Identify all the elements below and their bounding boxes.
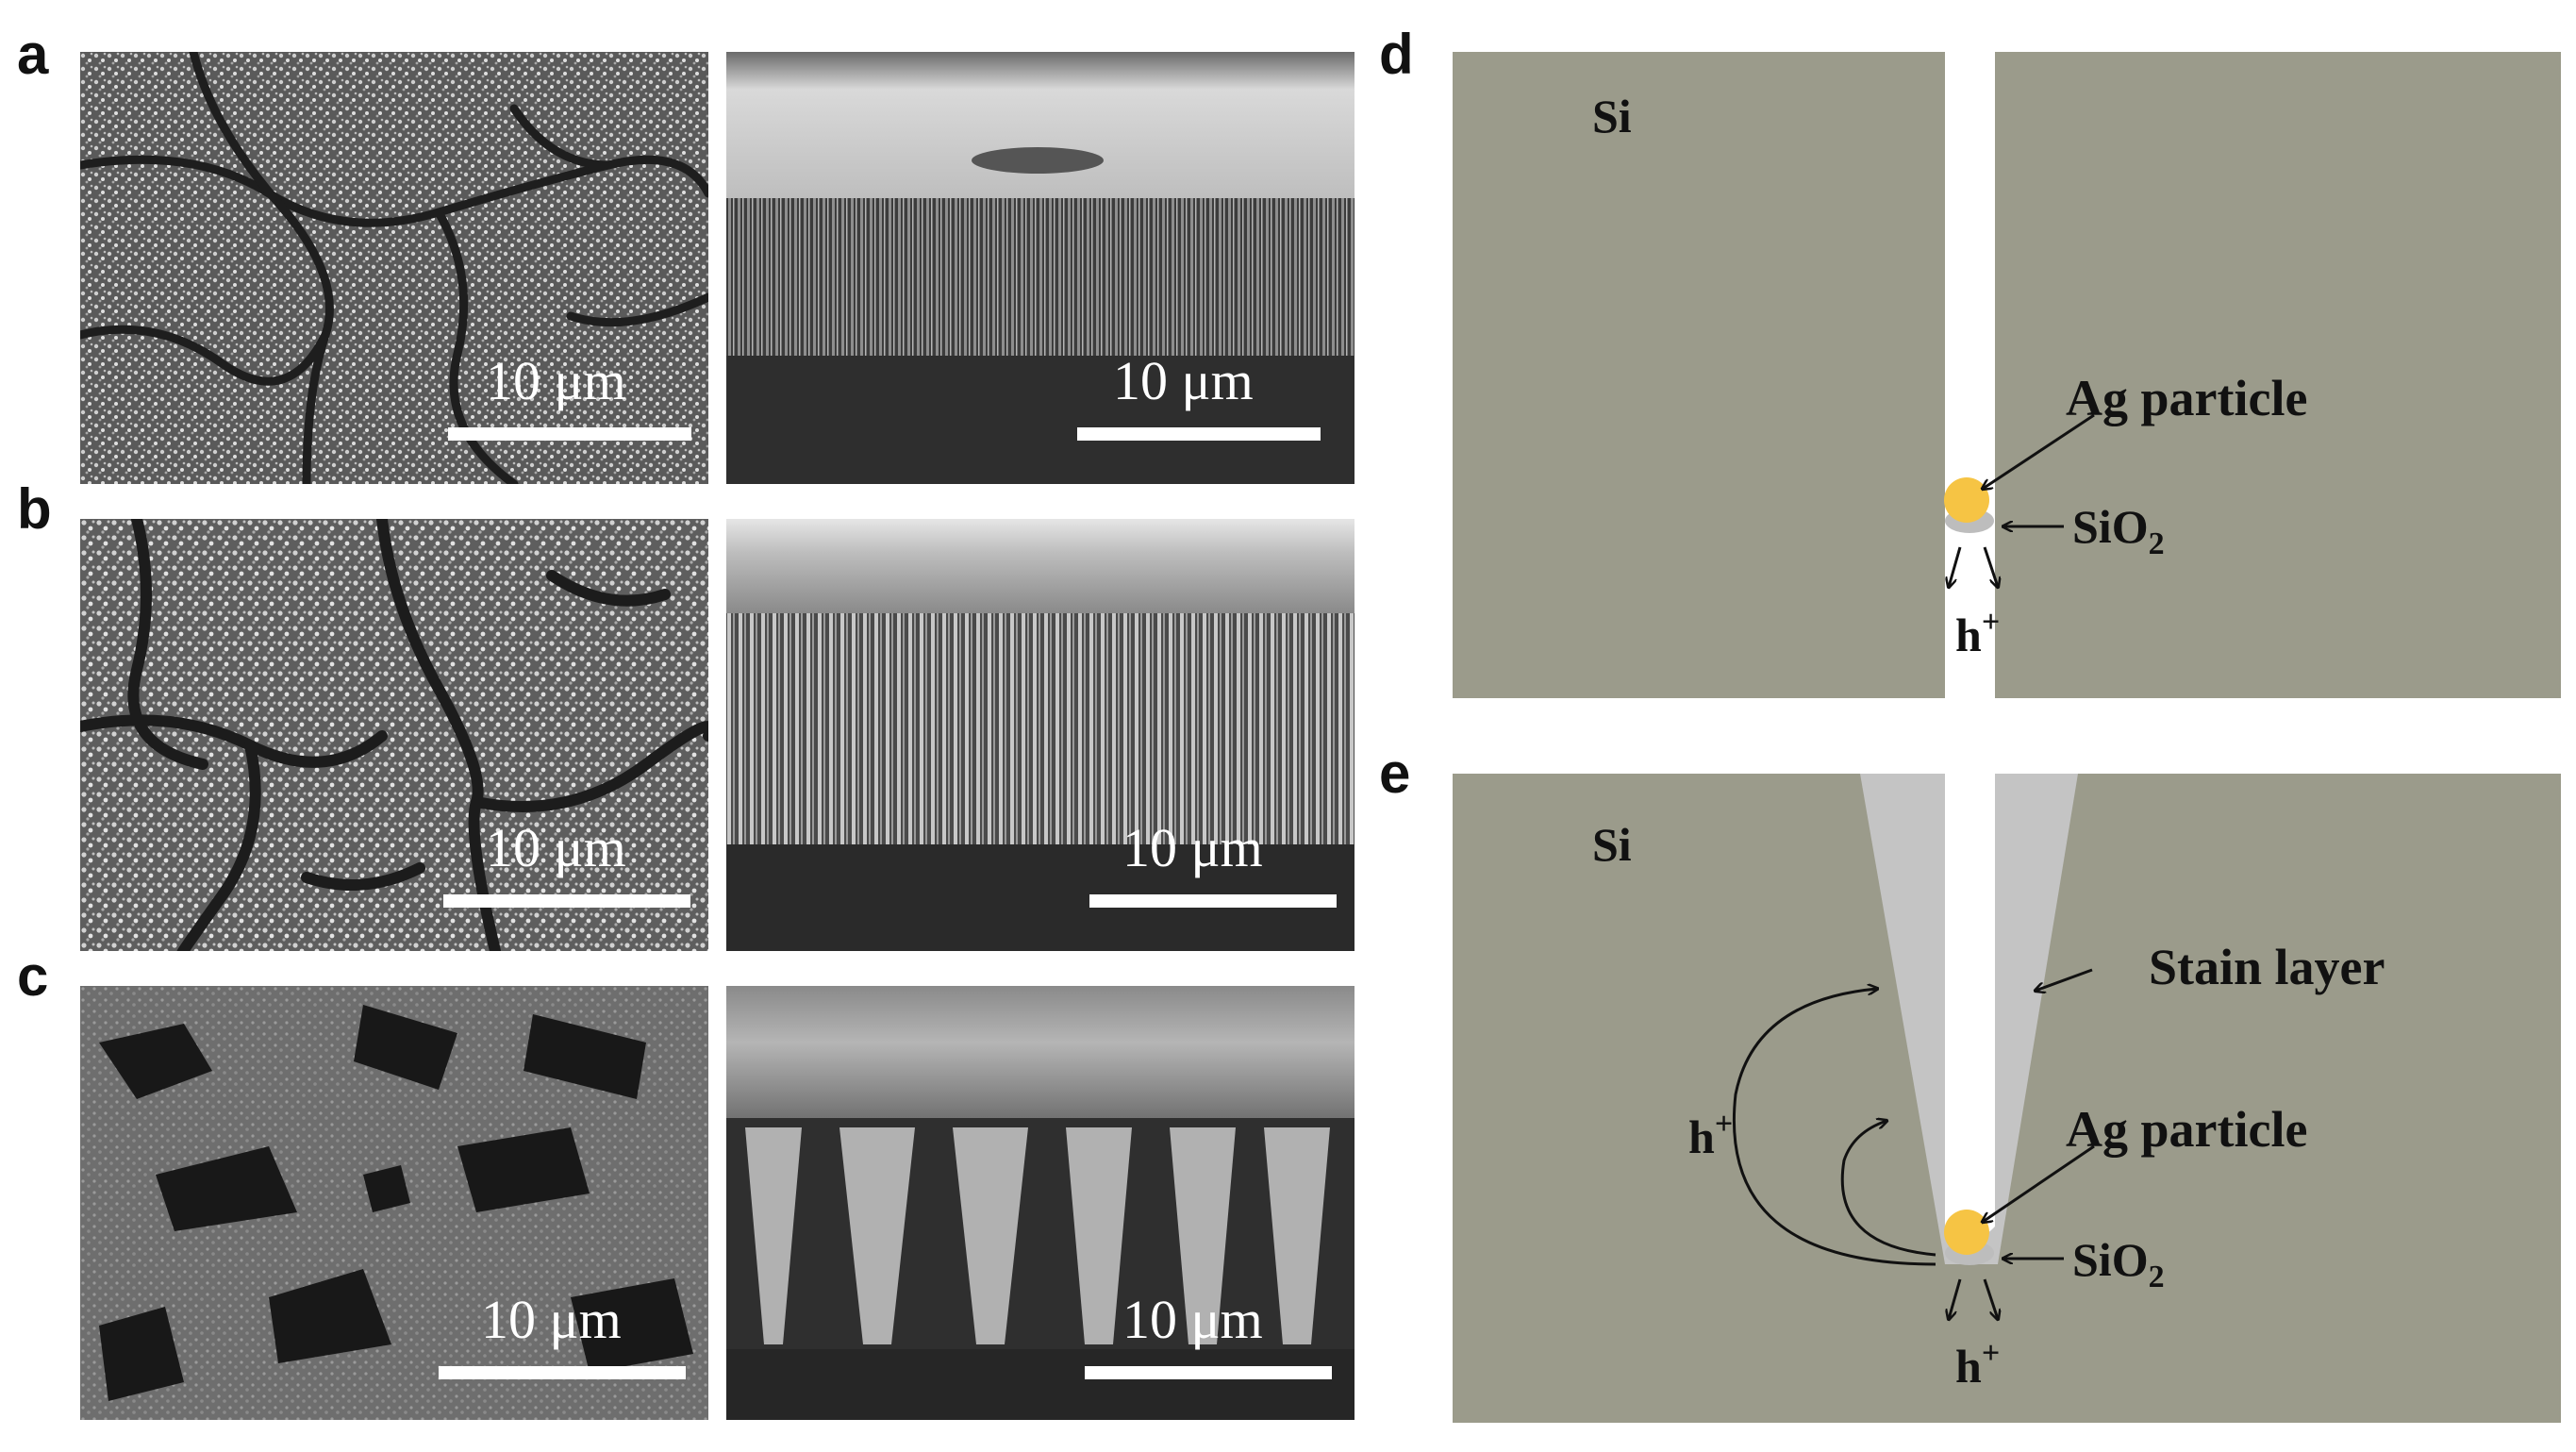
label-ag-particle-e: Ag particle [2066,1101,2307,1158]
schematic-e: Si Stain layer Ag particle SiO2 h+ h+ [1453,774,2561,1423]
sem-a-top-scale-bar [448,427,691,441]
label-ag-particle-d: Ag particle [2066,370,2307,426]
panel-letter-e: e [1379,742,1411,805]
si-substrate-d-right [1995,52,2561,698]
sem-a-top-scale-label: 10 μm [486,350,626,411]
label-sio2-e: SiO2 [2072,1233,2165,1294]
label-hole-e-bottom: h+ [1955,1336,2000,1393]
sem-a-side-view: 10 μm [726,52,1354,484]
sem-c-side-scale-label: 10 μm [1122,1289,1263,1350]
sem-a-side-texture [726,52,1354,484]
sem-b-side-scale-bar [1089,894,1337,908]
stain-pointer-arrow [2036,968,2093,991]
sem-c-top-texture [80,986,708,1420]
sem-b-top-scale-label: 10 μm [486,817,626,878]
sem-c-top-view: 10 μm [80,986,708,1420]
label-stain-layer: Stain layer [2149,939,2385,995]
particle-pointer-arrow-d [1983,413,2095,489]
label-hole-e-left: h+ [1688,1107,1733,1163]
sem-c-top-scale-bar [439,1366,686,1379]
sem-a-top-texture [80,52,708,484]
sem-b-side-view: 10 μm [726,519,1354,951]
sem-b-top-view: 10 μm [80,519,708,951]
hole-diffusion-arrow-inner [1840,1121,1936,1257]
sem-c-side-view: 10 μm [726,986,1354,1420]
sem-a-side-scale-label: 10 μm [1113,350,1254,411]
sem-a-top-view: 10 μm [80,52,708,484]
ag-particle-e [1944,1210,1989,1255]
si-substrate-d-left [1453,52,1945,698]
panel-letter-c: c [17,944,49,1008]
etched-pore-e [1945,774,1995,1240]
hole-arrow-e-right [1983,1278,1998,1319]
sem-b-side-scale-label: 10 μm [1122,817,1263,878]
panel-letter-d: d [1379,23,1414,86]
hole-diffusion-arrow-outer [1733,989,1936,1266]
sem-b-top-texture [80,519,708,951]
sem-c-side-scale-bar [1085,1366,1332,1379]
panel-letter-b: b [17,477,52,541]
sem-c-top-scale-label: 10 μm [481,1289,622,1350]
hole-arrow-e-left [1949,1278,1962,1319]
hole-arrow-d-left [1949,546,1962,587]
label-hole-d: h+ [1955,605,2000,661]
label-sio2-d: SiO2 [2072,500,2165,561]
sem-a-side-scale-bar [1077,427,1321,441]
sem-b-top-scale-bar [443,894,690,908]
sem-c-side-texture [726,986,1354,1420]
label-si-e: Si [1592,818,1632,871]
ag-particle-d [1944,477,1989,523]
label-si-d: Si [1592,90,1632,142]
hole-arrow-d-right [1983,546,1998,587]
particle-pointer-arrow-e [1983,1144,2095,1222]
schematic-d: Si Ag particle SiO2 h+ [1453,52,2561,698]
panel-letter-a: a [17,23,49,86]
